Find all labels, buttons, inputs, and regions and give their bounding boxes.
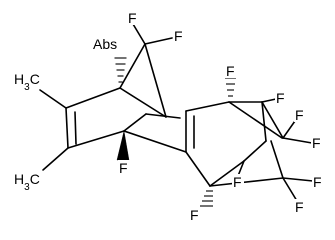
bond (185, 101, 230, 112)
stereo-layer (114, 57, 236, 207)
f-bridge-upper-right: F (276, 90, 285, 106)
f-bridgehead-lower-left: F (119, 160, 128, 176)
bond (270, 140, 284, 179)
bond (119, 43, 146, 89)
bond (132, 23, 146, 45)
methyl-lower-left: H3C (14, 171, 40, 193)
bond (144, 43, 167, 118)
bond (261, 98, 277, 103)
bond (282, 177, 314, 182)
methyl-lower-label: H (14, 171, 24, 187)
f-bridgehead-lower-right: F (190, 207, 199, 223)
bond (237, 160, 245, 177)
bond (185, 151, 211, 187)
bond (67, 130, 125, 149)
f-cf2-lower-b: F (295, 199, 304, 215)
wedge-bond-lower-left (116, 130, 130, 161)
f-cf2-upper-a: F (295, 107, 304, 123)
hash-bond-upper-left (114, 57, 127, 89)
bond-methyl-upper (39, 89, 67, 109)
bond (123, 113, 147, 132)
abs-stereo-label: Abs (93, 36, 117, 52)
bond (145, 113, 181, 119)
bond (65, 87, 121, 109)
bond (209, 160, 245, 187)
f-bridge-right: F (174, 28, 183, 44)
bond (282, 120, 296, 139)
hash-bond-upper-right (225, 77, 236, 103)
bond (209, 177, 284, 187)
label-layer: Abs F F F F F F F F F F F H3C H3C (14, 10, 324, 223)
bond-layer (39, 23, 314, 202)
hash-bond-lower-right (200, 185, 213, 207)
bond (65, 107, 69, 149)
bond (228, 101, 283, 139)
bond (119, 87, 167, 118)
bond (261, 101, 284, 139)
bond (123, 130, 187, 153)
bond-methyl-lower (42, 147, 69, 171)
bond (74, 111, 77, 145)
bond (261, 101, 267, 142)
bond (243, 140, 267, 162)
bond (144, 37, 173, 45)
methyl-upper-label: H (14, 71, 24, 87)
f-bridge-left: F (128, 10, 137, 26)
f-bridgehead-upper-right: F (226, 63, 235, 79)
bond (282, 137, 313, 144)
f-cf2-upper-b: F (312, 135, 321, 151)
f-bridge-lower-right: F (233, 174, 242, 190)
bond (282, 177, 298, 202)
f-cf2-lower-a: F (313, 174, 322, 190)
methyl-upper-left: H3C (14, 71, 40, 93)
